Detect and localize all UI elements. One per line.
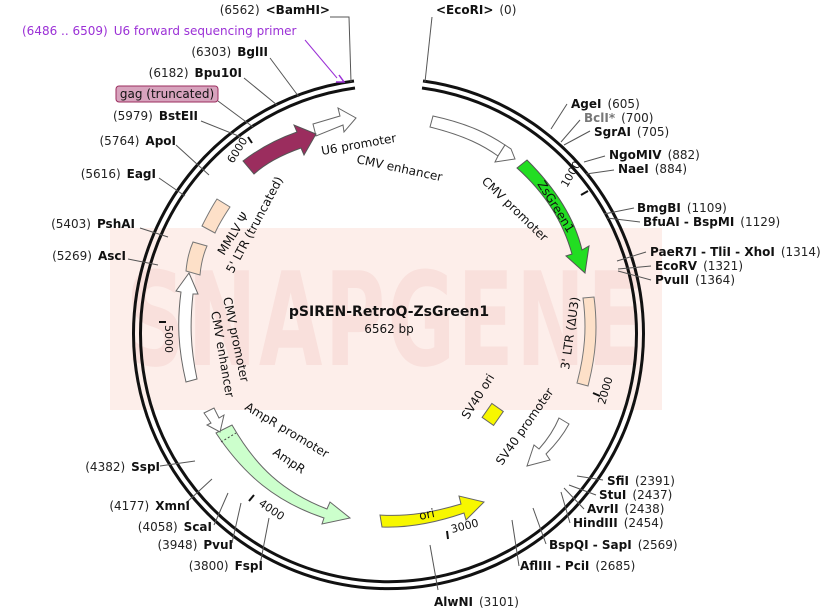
site-pvuii: PvuII(1364) [655, 273, 735, 287]
tick-4000 [248, 494, 255, 502]
site-apoi: (5764)ApoI [100, 134, 177, 148]
ampr-promoter-divider [220, 432, 237, 443]
feature-ori [379, 495, 485, 528]
site-scai: (4058)ScaI [138, 520, 212, 534]
site-aflii: AflIII - PciI(2685) [520, 559, 635, 573]
site-bfuai: BfuAI - BspMI(1129) [643, 215, 780, 229]
feature-cmv-enhancer-right [429, 115, 506, 157]
label-ori: ori [418, 506, 436, 523]
feature-sv40-ori [481, 402, 505, 427]
feature-cmv-left [175, 271, 199, 383]
site-stui: StuI(2437) [599, 488, 672, 502]
watermark-text: SNAPGENE [126, 244, 646, 396]
tick-label-5000: 5000 [162, 325, 175, 353]
site-sfii: SfiI(2391) [607, 474, 675, 488]
label-ampr: AmpR [270, 445, 308, 477]
plasmid-name: pSIREN-RetroQ-ZsGreen1 [289, 304, 489, 320]
site-bspqi: BspQI - SapI(2569) [549, 538, 678, 552]
site-xmni: (4177)XmnI [109, 499, 190, 513]
site-agei: AgeI(605) [571, 97, 640, 111]
site-alwni: AlwNI(3101) [434, 595, 519, 609]
feature-sv40-promoter [526, 417, 570, 467]
site-ecori: <EcoRI>(0) [436, 3, 516, 17]
tick-label-4000: 4000 [256, 497, 286, 523]
tick-3000 [446, 530, 449, 540]
feature-zsgreen1 [516, 159, 590, 274]
label-cmv-enhancer-top: CMV enhancer [355, 152, 443, 184]
backbone-inner [139, 86, 638, 584]
site-pshai: (5403)PshAI [51, 217, 135, 231]
primer-leader [304, 39, 338, 79]
site-bcli: BclI*(700) [584, 111, 653, 125]
tick-1000 [580, 190, 589, 196]
plasmid-size: 6562 bp [364, 322, 414, 336]
site-bamhi: (6562)<BamHI> [220, 3, 330, 17]
site-eagi: (5616)EagI [81, 167, 156, 181]
site-bglii: (6303)BglII [191, 45, 268, 59]
feature-gag [242, 124, 317, 175]
tick-label-3000: 3000 [450, 517, 480, 536]
site-ngomiv: NgoMIV(882) [609, 148, 700, 162]
site-sspi: (4382)SspI [85, 460, 160, 474]
feature-ampr-promoter [203, 407, 225, 433]
site-bsteii: (5979)BstEII [113, 109, 198, 123]
feature-u6-promoter [312, 107, 357, 137]
gag-label-box [115, 85, 219, 103]
site-hindiii: HindIII(2454) [573, 516, 664, 530]
primer-label: (6486 .. 6509)U6 forward sequencing prim… [22, 24, 297, 38]
feature-cmv-promoter-right [494, 144, 516, 163]
primer-arrow [336, 74, 346, 83]
tick-6000 [247, 136, 253, 144]
site-fspi: (3800)FspI [189, 559, 263, 573]
site-bpu10i: (6182)Bpu10I [149, 66, 242, 80]
gag-label: gag (truncated) [120, 87, 214, 101]
site-leaders [127, 16, 652, 591]
site-bmgbi: BmgBI(1109) [637, 201, 727, 215]
site-pvui: (3948)PvuI [157, 538, 233, 552]
tick-2000 [592, 392, 601, 397]
feature-3ltr [576, 296, 597, 387]
site-naei: NaeI(884) [618, 162, 687, 176]
feature-mmlv-psi [201, 198, 231, 234]
site-ecorv: EcoRV(1321) [655, 259, 743, 273]
site-paer7i: PaeR7I - TliI - XhoI(1314) [650, 245, 821, 259]
site-asci: (5269)AscI [52, 249, 126, 263]
feature-5ltr [185, 241, 208, 276]
feature-ampr [215, 424, 352, 525]
site-avrii: AvrII(2438) [587, 502, 664, 516]
site-sgrai: SgrAI(705) [594, 125, 669, 139]
